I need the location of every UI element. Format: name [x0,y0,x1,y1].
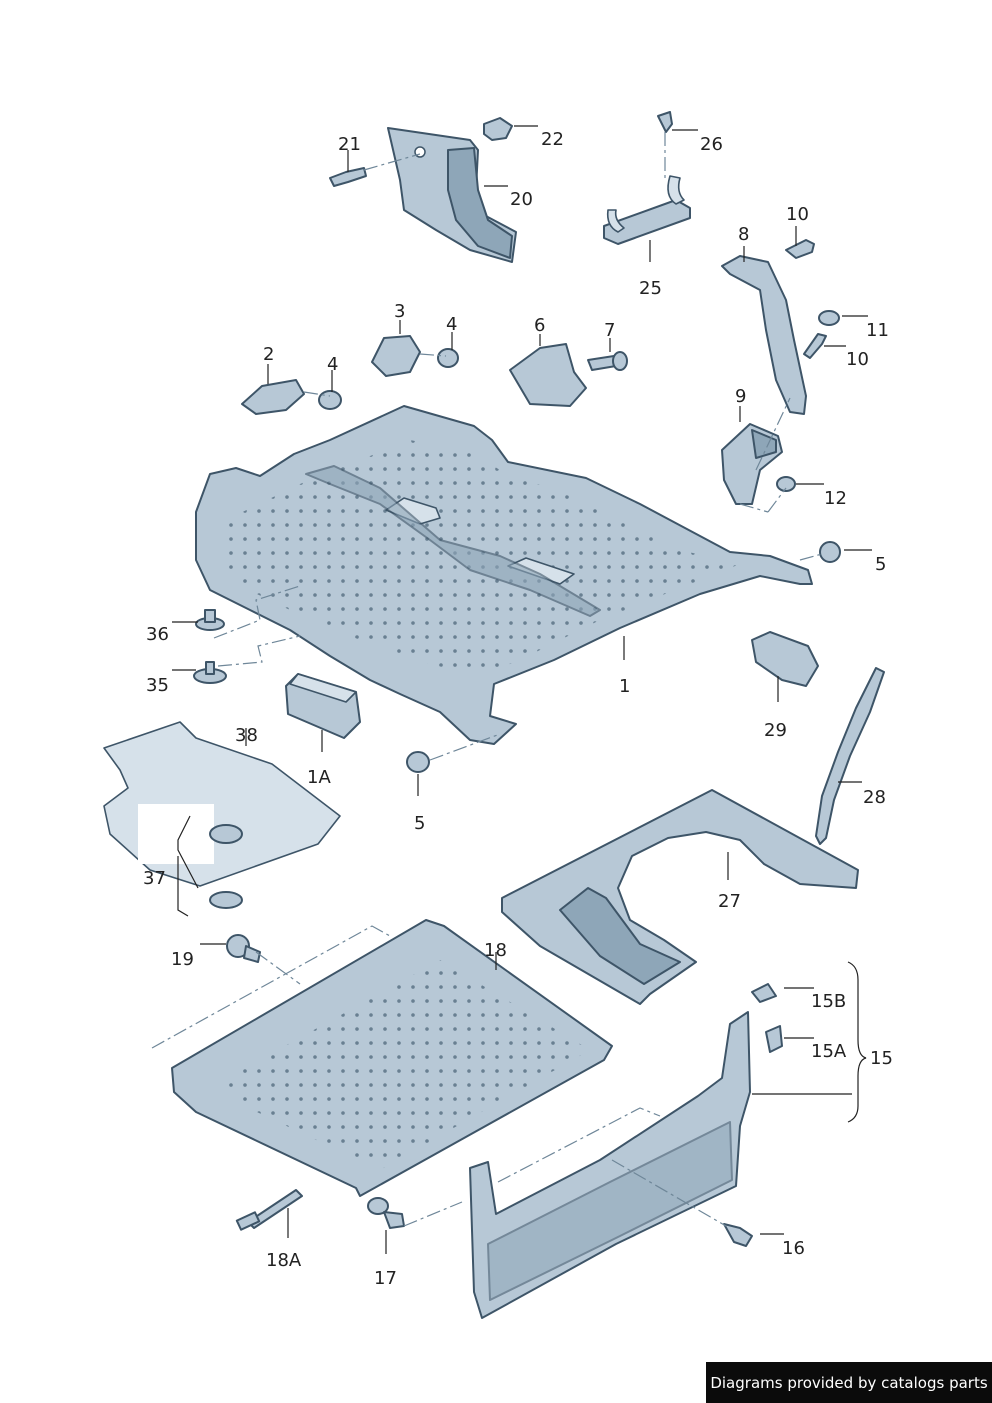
clip-part-17 [367,1197,405,1229]
fastener-part-37 [209,824,243,909]
clip-part-36 [195,609,225,631]
clip-part-15b [751,983,777,1003]
screw-part-26 [657,111,673,178]
callout-17: 17 [374,1268,397,1289]
bracket-part-9 [721,423,783,505]
callout-36: 36 [146,624,169,645]
cap-part-11 [818,310,840,326]
wheelhouse-part-27 [501,789,859,1005]
callout-16: 16 [782,1238,805,1259]
callout-4-left: 4 [327,354,338,375]
screw-part-10-bottom [803,333,827,359]
callout-22: 22 [541,129,564,150]
callout-9: 9 [735,386,746,407]
callout-38: 38 [235,725,258,746]
plug-part-4-right [437,348,459,368]
clip-part-22 [483,117,513,141]
bolt-part-7 [587,351,628,371]
plug-part-5-right [819,541,841,563]
clip-part-35 [193,661,227,684]
floor-carpet-part-1 [195,405,813,745]
callout-27: 27 [718,891,741,912]
floor-tray-part-18 [171,919,613,1197]
callout-20: 20 [510,189,533,210]
trim-panel-part-20 [387,127,517,263]
callout-26: 26 [700,134,723,155]
callout-4-right: 4 [446,314,457,335]
screw-part-16 [723,1223,753,1247]
strip-part-8 [721,255,807,415]
footer-credit-text: Diagrams provided by catalogs parts [710,1373,988,1392]
callout-25: 25 [639,278,662,299]
callout-29: 29 [764,720,787,741]
callout-1: 1 [619,676,630,697]
callout-28: 28 [863,787,886,808]
callout-3: 3 [394,301,405,322]
callout-2: 2 [263,344,274,365]
callout-11: 11 [866,320,889,341]
callout-8: 8 [738,224,749,245]
screw-part-21 [329,167,367,187]
callout-12: 12 [824,488,847,509]
callout-35: 35 [146,675,169,696]
callout-7: 7 [604,320,615,341]
callout-21: 21 [338,134,361,155]
screw-part-10-top [785,239,815,259]
clip-part-15a [765,1025,783,1053]
callout-labels: 21 22 20 26 25 10 8 11 10 9 12 2 4 3 4 6… [143,129,893,1289]
assembly-lines [151,153,823,1227]
leader-lines [172,125,872,1254]
mat-part-38 [103,721,341,887]
callout-19: 19 [171,949,194,970]
holder-part-25 [603,175,691,245]
callout-15a: 15A [811,1041,847,1062]
footer-credit-badge: Diagrams provided by catalogs parts [706,1362,992,1403]
pad-part-29 [751,631,819,687]
plug-part-4-left [318,390,342,410]
callout-15: 15 [870,1048,893,1069]
callout-10-top: 10 [786,204,809,225]
callout-37: 37 [143,868,166,889]
bracket-part-3 [371,335,421,377]
callout-1a: 1A [307,767,331,788]
nut-part-12 [776,476,796,492]
callout-5-bottom: 5 [414,813,425,834]
callout-18: 18 [484,940,507,961]
seal-strip-part-28 [815,667,885,845]
rod-part-18a [235,1189,303,1231]
callout-15b: 15B [811,991,846,1012]
bolt-part-19 [226,934,261,963]
callout-18a: 18A [266,1250,302,1271]
rear-panel-part-15 [469,1011,751,1319]
bracket-part-2 [241,379,305,415]
callout-5-right: 5 [875,554,886,575]
callout-6: 6 [534,315,545,336]
plug-part-5-bottom [406,751,430,773]
block-part-1a [285,673,361,739]
bracket-part-6 [509,343,587,407]
callout-10-bottom: 10 [846,349,869,370]
